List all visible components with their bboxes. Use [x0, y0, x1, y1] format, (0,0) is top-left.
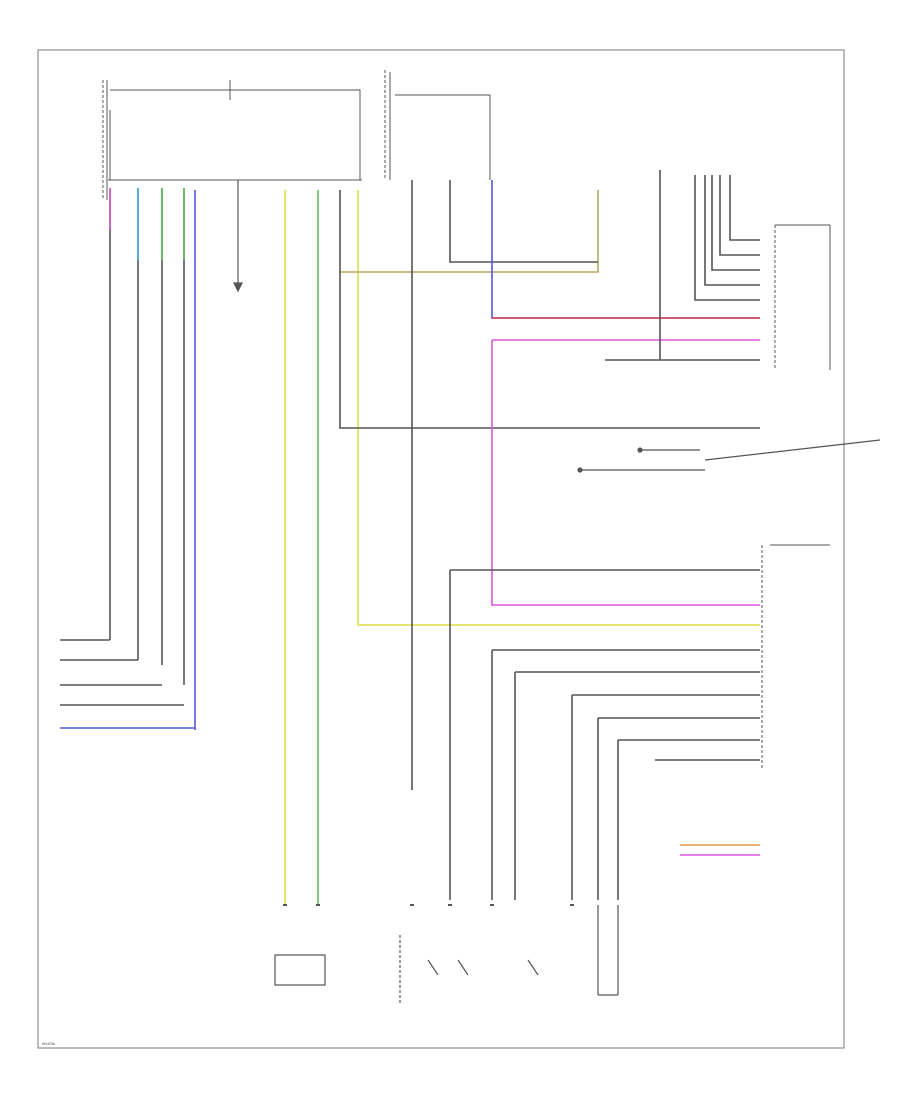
right-top-wires — [605, 170, 760, 361]
left-vertical-wires — [60, 188, 196, 730]
middle-switch-area — [577, 439, 881, 473]
magenta-wire — [491, 340, 760, 606]
center-wires — [411, 180, 760, 790]
right-module-top — [774, 224, 831, 370]
yellow-wire-right — [357, 190, 760, 626]
gray-wire-mid — [339, 190, 760, 429]
left-upper-section — [102, 70, 491, 200]
lower-wires — [449, 569, 760, 900]
olive-wire — [340, 190, 599, 273]
bottom-right-connector — [680, 844, 760, 856]
footer-code: W1038 — [42, 1041, 55, 1046]
bottom-switches — [274, 905, 619, 1005]
lower-right-module — [761, 544, 830, 770]
left-sensor-drop — [233, 180, 243, 293]
page-frame — [37, 49, 845, 1049]
long-colored-wires — [284, 190, 760, 905]
